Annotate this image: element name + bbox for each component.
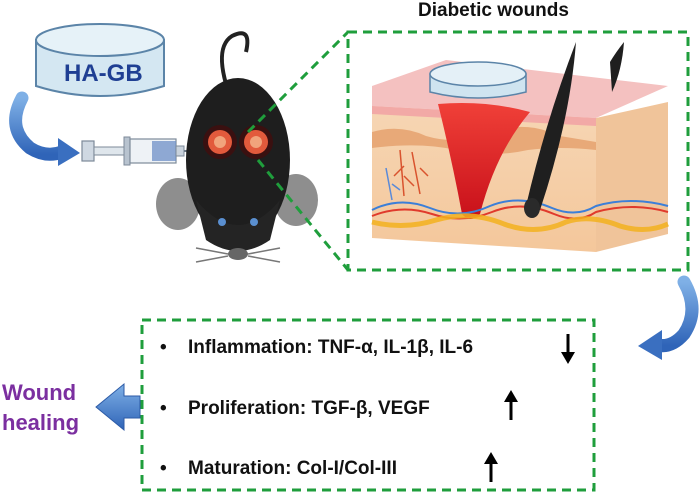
outcome-label-line2: healing: [2, 410, 80, 435]
list-item-maturation: • Maturation: Col-I/Col-III: [160, 458, 397, 480]
bullet: •: [160, 337, 167, 358]
bullet: •: [160, 458, 167, 479]
curved-arrow-icon: [9, 91, 80, 166]
diagram-title: Diabetic wounds: [418, 0, 569, 21]
down-arrow-icon: [561, 334, 575, 364]
up-arrow-icon: [484, 452, 498, 482]
hydrogel-label: HA-GB: [64, 60, 143, 87]
mouse-icon: [156, 31, 318, 263]
mechanism-list-frame: [140, 318, 596, 492]
list-item-proliferation: • Proliferation: TGF-β, VEGF: [160, 398, 430, 420]
list-item-text: Maturation: Col-I/Col-III: [188, 458, 397, 479]
curved-arrow-icon: [638, 275, 699, 360]
list-item-inflammation: • Inflammation: TNF-α, IL-1β, IL-6: [160, 337, 473, 359]
bullet: •: [160, 398, 167, 419]
skin-cross-section-icon: [346, 30, 690, 272]
zoom-connector: [246, 30, 350, 271]
left-arrow-icon: [95, 382, 141, 432]
outcome-label: Wound healing: [2, 378, 79, 438]
up-arrow-icon: [504, 390, 518, 420]
list-item-text: Inflammation: TNF-α, IL-1β, IL-6: [188, 337, 474, 358]
hydrogel-disc-icon: [35, 23, 165, 97]
list-item-text: Proliferation: TGF-β, VEGF: [188, 398, 430, 419]
syringe-icon: [81, 136, 200, 166]
outcome-label-line1: Wound: [2, 380, 77, 405]
